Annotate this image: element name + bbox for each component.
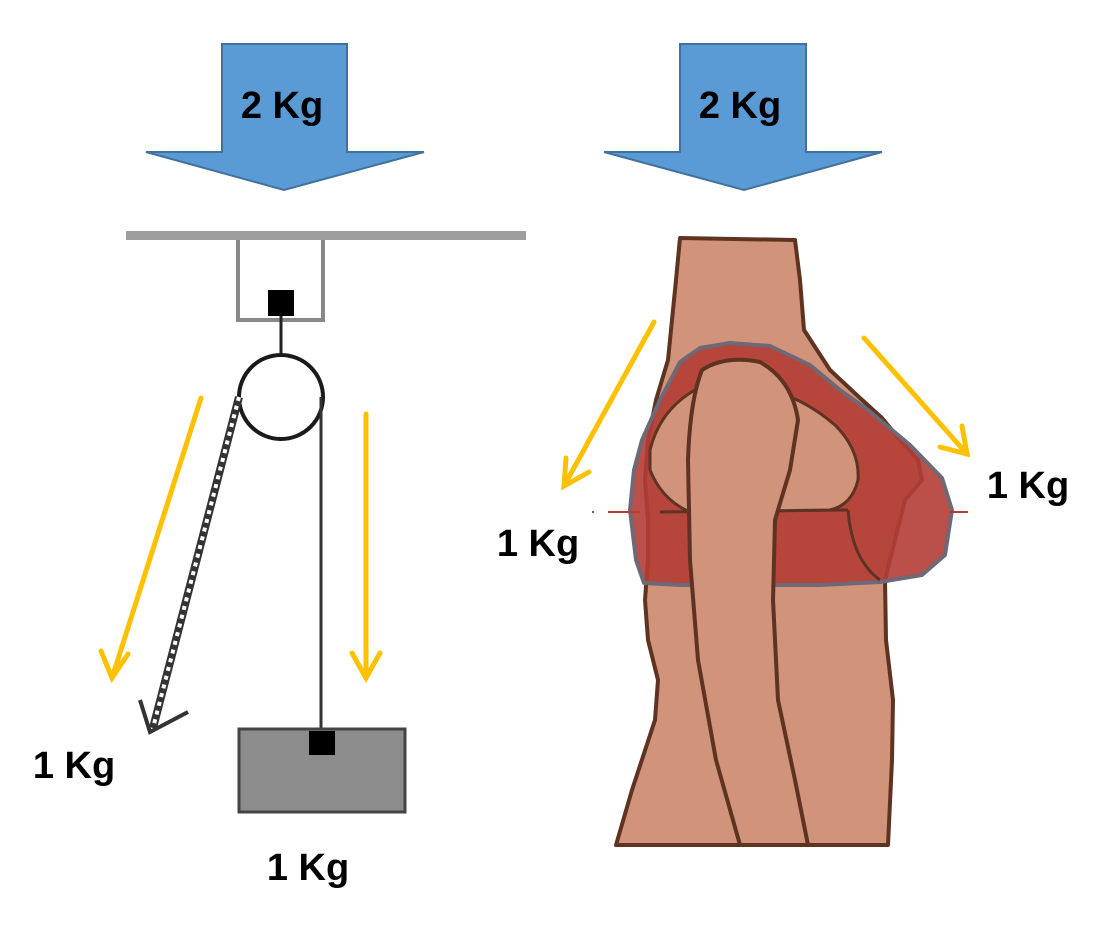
right-component-arrow [349,411,383,684]
weight-block-icon [237,727,407,814]
front-component-label: 1 Kg [987,465,1069,507]
left-load-label: 2 Kg [241,85,323,127]
left-load-arrow-icon [145,43,425,192]
back-component-label: 1 Kg [497,523,579,565]
right-load-arrow-icon [603,43,883,192]
bra-cup-seam [846,509,881,582]
left-component-arrow [98,395,204,684]
pulley-panel: 2 Kg 1 Kg 1 Kg [33,43,526,889]
torso-panel: 2 Kg 1 Kg 1 Kg [497,43,1069,847]
back-component-arrow [561,319,657,491]
angled-rope-arrowhead [138,699,189,735]
arm [686,357,810,847]
angled-rope-hatching [151,396,241,729]
bracket-pin [268,290,294,316]
pulley-wheel-icon [237,353,325,441]
front-component-arrow [861,335,971,458]
weight-label: 1 Kg [267,847,349,889]
weight-hook [309,731,335,755]
right-load-label: 2 Kg [699,85,781,127]
ceiling-bar [126,231,526,240]
left-component-label: 1 Kg [33,745,115,787]
